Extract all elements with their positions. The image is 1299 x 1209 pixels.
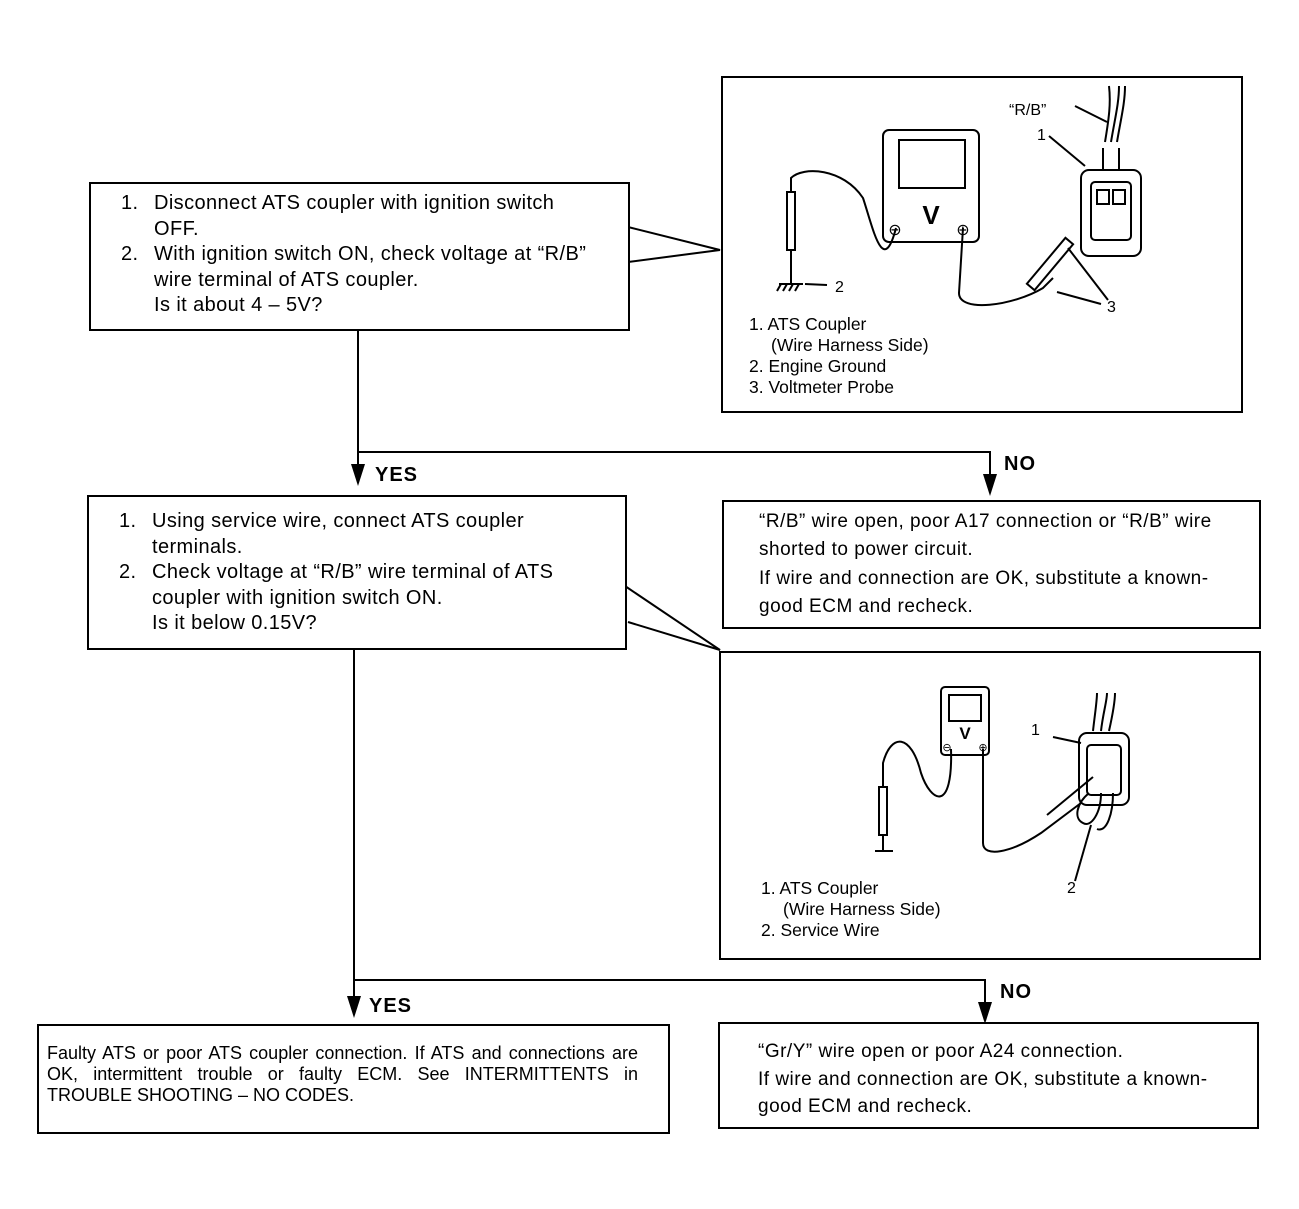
step2-no-label: NO: [1000, 981, 1032, 1003]
step2-yes-label: YES: [369, 995, 413, 1017]
figure1-legend-3: 3. Voltmeter Probe: [749, 377, 894, 397]
voltmeter-body: [882, 129, 980, 243]
step1-yes-label: YES: [375, 464, 419, 486]
figure2-minus-terminal: ⊖: [942, 741, 951, 754]
figure1-illustration: V ⊖ ⊕ “R/B” 1 2 3: [776, 85, 1142, 316]
ats-coupler: [1080, 169, 1142, 257]
figure1-callout-1: 1: [1037, 127, 1046, 144]
ground2-probe: [878, 786, 888, 836]
step1-no-label: NO: [1004, 453, 1036, 475]
service-wire: [1076, 792, 1102, 825]
figure1-minus-terminal: ⊖: [888, 220, 901, 239]
figure1-callout-3: 3: [1107, 299, 1116, 316]
figure1-box: V ⊖ ⊕ “R/B” 1 2 3 1. ATS Coupler (Wire H…: [721, 76, 1243, 413]
arrow-step2-no: [978, 1002, 992, 1024]
ground-probe: [786, 191, 796, 251]
step1-item-1: 1.Disconnect ATS coupler with ignition s…: [121, 192, 555, 240]
figure1-legend-2: 2. Engine Ground: [749, 356, 887, 376]
result-yes-step2: Faulty ATS or poor ATS coupler connectio…: [37, 1024, 670, 1134]
connector-step2-no-branch: [354, 979, 986, 1018]
figure2-legend-2: 2. Service Wire: [761, 920, 880, 940]
step2-item-1: 1.Using service wire, connect ATS couple…: [119, 510, 525, 558]
figure2-callout-1: 1: [1031, 722, 1040, 739]
result-no-step2-line1: “Gr/Y” wire open or poor A24 connection.: [758, 1041, 1124, 1062]
figure1-legend-1b: (Wire Harness Side): [771, 335, 929, 355]
step1-item-2: 2.With ignition switch ON, check voltage…: [121, 243, 587, 291]
ground-probe-lead: [790, 170, 897, 251]
result-no-step2: “Gr/Y” wire open or poor A24 connection.…: [718, 1022, 1259, 1129]
result-no-step2-line2: If wire and connection are OK, substitut…: [758, 1068, 1208, 1118]
voltmeter-probe: [1025, 236, 1075, 292]
voltmeter2-body: [940, 686, 990, 756]
arrow-step1-no: [983, 474, 997, 496]
voltmeter-display: [898, 139, 966, 189]
figure1-callout: [627, 226, 721, 263]
figure1-meter-symbol: V: [922, 200, 940, 230]
connector-step1-no-branch: [358, 451, 991, 490]
step1-question: Is it about 4 – 5V?: [154, 294, 323, 316]
figure2-legend-1b: (Wire Harness Side): [783, 899, 941, 919]
figure2-box: V ⊖ ⊕ 1 2 1. ATS Coupler (Wire Harness S…: [719, 651, 1261, 960]
step2-box: 1.Using service wire, connect ATS couple…: [87, 495, 627, 650]
figure2-legend-1: 1. ATS Coupler: [761, 878, 879, 898]
positive2-lead: [982, 749, 1082, 853]
positive-probe-lead: [957, 227, 1054, 307]
arrow-step2-yes: [347, 996, 361, 1018]
result-no-step1: “R/B” wire open, poor A17 connection or …: [722, 500, 1261, 629]
figure1-legend: 1. ATS Coupler (Wire Harness Side) 2. En…: [749, 314, 929, 398]
figure2-meter-symbol: V: [959, 724, 971, 743]
figure2-illustration: V ⊖ ⊕ 1 2: [875, 686, 1130, 897]
figure2-callout-2: 2: [1067, 880, 1076, 897]
ground2-lead: [882, 740, 953, 798]
step2-item-2: 2.Check voltage at “R/B” wire terminal o…: [119, 561, 554, 609]
result-no-step1-line1: “R/B” wire open, poor A17 connection or …: [759, 511, 1212, 560]
figure1-plus-terminal: ⊕: [956, 220, 969, 239]
figure1-callout-2: 2: [835, 279, 844, 296]
figure2-plus-terminal: ⊕: [978, 741, 987, 754]
result-no-step1-line2: If wire and connection are OK, substitut…: [759, 568, 1209, 617]
arrow-step1-yes: [351, 464, 365, 486]
step2-question: Is it below 0.15V?: [152, 612, 318, 634]
step1-box: 1.Disconnect ATS coupler with ignition s…: [89, 182, 630, 331]
figure1-wire-label: “R/B”: [1009, 102, 1046, 119]
ats-coupler-2: [1078, 732, 1130, 806]
figure2-legend: 1. ATS Coupler (Wire Harness Side) 2. Se…: [761, 878, 941, 941]
figure2-callout: [624, 585, 721, 651]
figure1-legend-1: 1. ATS Coupler: [749, 314, 867, 334]
voltmeter2-display: [948, 694, 982, 722]
